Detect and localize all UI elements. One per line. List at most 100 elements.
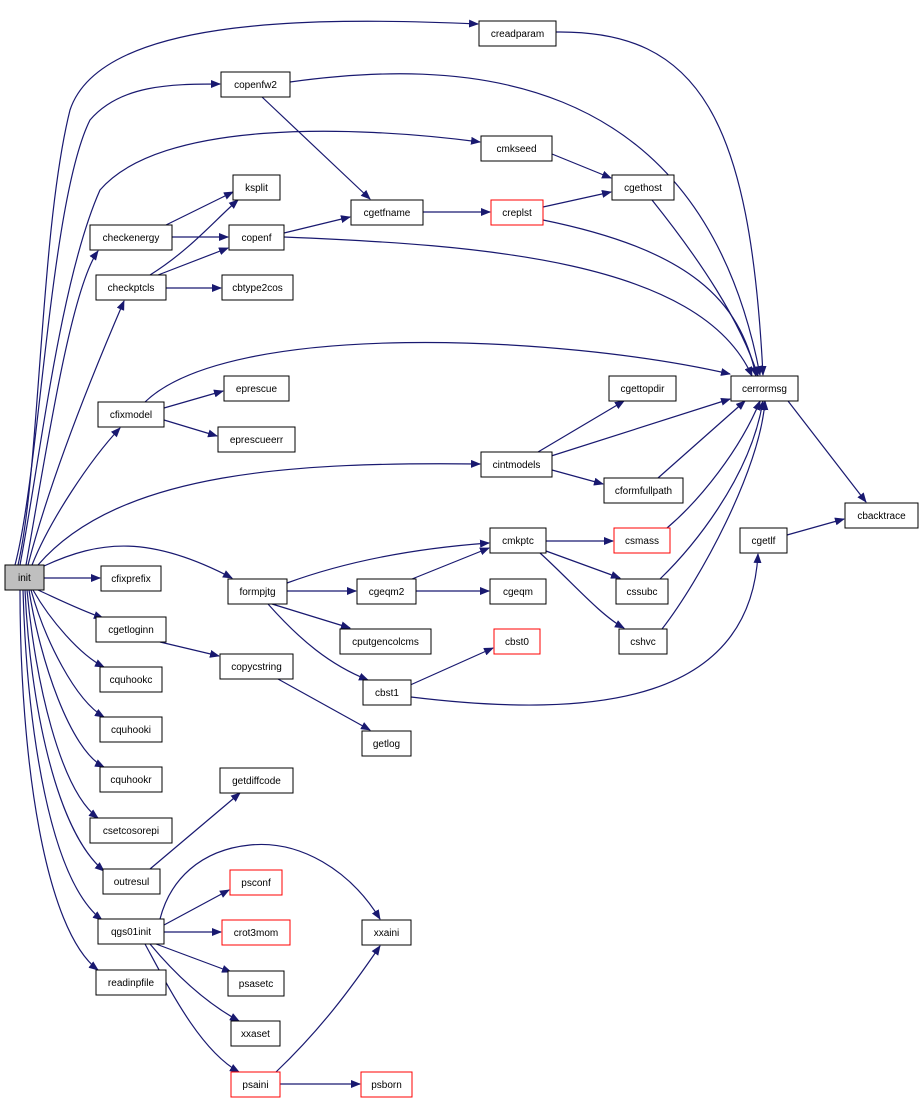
node-crot3mom[interactable]: crot3mom [221,919,291,946]
node-outresul[interactable]: outresul [102,868,161,895]
node-box [228,224,285,251]
node-csetcosorepi[interactable]: csetcosorepi [89,817,173,844]
edge-formpjtg-to-cmkptc [286,539,490,584]
edge-creplst-to-cgethost [542,190,612,208]
edge-creplst-to-cerrormsg [542,219,759,377]
node-psborn[interactable]: psborn [360,1071,413,1098]
edge-line [30,589,105,718]
node-cgeqm[interactable]: cgeqm [489,578,547,605]
node-cgetfname[interactable]: cgetfname [350,199,424,226]
node-cerrormsg[interactable]: cerrormsg [730,375,799,402]
node-cgettopdir[interactable]: cgettopdir [608,375,677,402]
node-box [227,970,285,997]
edge-init-to-copenfw2 [14,80,221,566]
node-box [221,919,291,946]
node-label: cgetlf [752,536,776,547]
node-getlog[interactable]: getlog [361,730,412,757]
node-getdiffcode[interactable]: getdiffcode [219,767,294,794]
node-cmkptc[interactable]: cmkptc [489,527,547,554]
node-xxaset[interactable]: xxaset [230,1020,281,1047]
node-cfixmodel[interactable]: cfixmodel [97,401,165,428]
edge-line [410,553,762,706]
node-checkptcls[interactable]: checkptcls [95,274,167,301]
node-cbst1[interactable]: cbst1 [362,679,412,706]
node-ksplit[interactable]: ksplit [232,174,281,201]
node-label: cbacktrace [857,511,906,522]
node-box [97,401,165,428]
node-psconf[interactable]: psconf [229,869,283,896]
node-cbacktrace[interactable]: cbacktrace [844,502,919,529]
node-cbtype2cos[interactable]: cbtype2cos [221,274,294,301]
node-readinpfile[interactable]: readinpfile [95,969,167,996]
node-xxaini[interactable]: xxaini [361,919,412,946]
edge-formpjtg-to-cbst1 [267,603,369,681]
edge-init-to-checkenergy [25,250,99,566]
node-cshvc[interactable]: cshvc [618,628,668,655]
node-label: eprescue [236,384,278,395]
node-cformfullpath[interactable]: cformfullpath [603,477,684,504]
node-csmass[interactable]: csmass [613,527,671,554]
node-label: cgeqm [503,587,533,598]
node-cgethost[interactable]: cgethost [611,174,675,201]
edge-init-to-cquhookr [28,589,105,768]
node-box [95,274,167,301]
node-box [99,716,163,743]
edge-line [547,397,731,458]
node-box [618,628,668,655]
edge-qgs01init-to-xxaini [159,843,381,920]
node-formpjtg[interactable]: formpjtg [227,578,288,605]
node-creplst[interactable]: creplst [490,199,544,226]
edge-line [537,400,625,453]
node-cmkseed[interactable]: cmkseed [480,135,553,162]
node-qgs01init[interactable]: qgs01init [97,918,165,945]
edge-copenfw2-to-cerrormsg [289,73,763,376]
edge-line [14,80,221,566]
node-box [221,274,294,301]
edge-line [657,400,746,479]
node-cgetlf[interactable]: cgetlf [739,527,788,554]
node-box [603,477,684,504]
node-box [227,578,288,605]
node-checkenergy[interactable]: checkenergy [89,224,173,251]
node-label: cfixprefix [111,574,150,585]
node-copenf[interactable]: copenf [228,224,285,251]
node-init[interactable]: init [4,564,45,591]
node-cgeqm2[interactable]: cgeqm2 [356,578,417,605]
edge-line [144,943,240,1073]
node-copenfw2[interactable]: copenfw2 [220,71,291,98]
node-psaini[interactable]: psaini [230,1071,281,1098]
node-copycstring[interactable]: copycstring [219,653,294,680]
edge-copenf-to-cgetfname [283,215,351,234]
node-cquhooki[interactable]: cquhooki [99,716,163,743]
node-cquhookc[interactable]: cquhookc [99,666,163,693]
node-cputgencolcms[interactable]: cputgencolcms [339,628,432,655]
edge-cgethost-to-cerrormsg [651,199,760,377]
edge-line [787,400,867,503]
node-eprescueerr[interactable]: eprescueerr [217,426,296,453]
node-label: cmkseed [496,144,536,155]
node-cssubc[interactable]: cssubc [615,578,669,605]
node-box [102,868,161,895]
edge-cmkptc-to-cshvc [539,552,625,629]
node-cbst0[interactable]: cbst0 [493,628,541,655]
node-label: formpjtg [239,587,275,598]
edge-init-to-cquhooki [30,589,105,718]
edge-psaini-to-xxaini [275,945,381,1073]
node-cquhookr[interactable]: cquhookr [99,766,163,793]
node-creadparam[interactable]: creadparam [478,20,557,47]
node-cfixprefix[interactable]: cfixprefix [100,565,162,592]
node-cintmodels[interactable]: cintmodels [480,451,553,478]
node-psasetc[interactable]: psasetc [227,970,285,997]
edge-copenfw2-to-cgetfname [261,96,371,200]
edge-cbst1-to-cgetlf [410,553,762,706]
edge-line [289,73,763,376]
node-cgetloginn[interactable]: cgetloginn [95,616,167,643]
node-eprescue[interactable]: eprescue [223,375,290,402]
node-box [350,199,424,226]
edge-line [267,603,369,681]
edge-cbst1-to-cbst0 [407,647,494,687]
edge-line [786,517,845,536]
node-label: cgeqm2 [369,587,405,598]
node-label: cssubc [626,587,657,598]
node-label: csmass [625,536,659,547]
